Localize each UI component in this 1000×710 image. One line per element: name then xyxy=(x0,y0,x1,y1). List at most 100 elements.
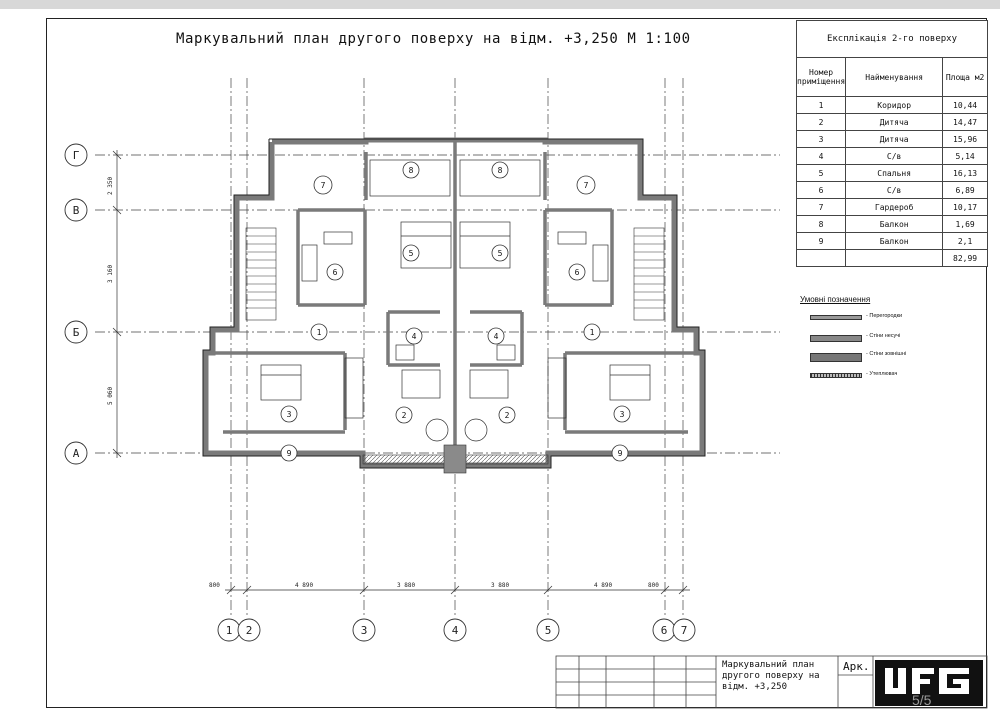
row-number: 9 xyxy=(795,232,847,250)
row-area: 6,89 xyxy=(942,181,988,199)
viewer-top-bar xyxy=(0,0,1000,9)
axis-label-a: А xyxy=(73,447,80,460)
row-name: Коридор xyxy=(845,96,944,114)
room-marker-4-left xyxy=(405,327,423,345)
room-marker-7-left xyxy=(313,175,333,195)
room-number: 6 xyxy=(575,268,580,277)
row-number: 8 xyxy=(795,215,847,233)
room-number: 5 xyxy=(498,249,503,258)
axis-grid-lines xyxy=(95,78,780,615)
title-block-grid xyxy=(555,655,988,709)
dim-bottom-2: 4 890 xyxy=(295,582,313,589)
row-name: С/в xyxy=(845,147,944,165)
furniture xyxy=(260,159,651,442)
room-marker-2-right xyxy=(498,406,516,424)
room-number: 9 xyxy=(618,449,623,458)
axis-bubble-b xyxy=(64,320,88,344)
col-name-header: Найменування xyxy=(845,57,944,97)
room-number: 9 xyxy=(287,449,292,458)
room-number: 6 xyxy=(333,268,338,277)
row-area: 10,44 xyxy=(942,96,988,114)
row-number: 1 xyxy=(795,96,847,114)
axis-bubble-3 xyxy=(352,618,376,642)
row-number: 2 xyxy=(795,113,847,131)
room-number: 7 xyxy=(321,181,326,190)
axis-bubble-g xyxy=(64,143,88,167)
axis-bubble-7 xyxy=(672,618,696,642)
room-number: 7 xyxy=(584,181,589,190)
room-marker-1-left xyxy=(310,323,328,341)
row-area: 16,13 xyxy=(942,164,988,182)
row-area: 2,1 xyxy=(942,232,988,250)
room-marker-2-left xyxy=(395,406,413,424)
row-number: 7 xyxy=(795,198,847,216)
title-block-stage: Арк. xyxy=(843,660,870,673)
dim-bottom-1: 800 xyxy=(209,582,220,589)
room-marker-1-right xyxy=(583,323,601,341)
dim-bottom-4: 3 880 xyxy=(491,582,509,589)
row-area: 15,96 xyxy=(942,130,988,148)
central-column xyxy=(443,444,467,474)
room-number: 8 xyxy=(498,166,503,175)
room-marker-6-left xyxy=(326,263,344,281)
row-name: Балкон xyxy=(845,232,944,250)
explication-table: Експлікація 2-го поверху Номер приміщенн… xyxy=(795,20,988,267)
total-area: 82,99 xyxy=(942,249,988,267)
row-number: 3 xyxy=(795,130,847,148)
dim-left-2: 3 160 xyxy=(107,265,114,283)
axis-label-3: 3 xyxy=(361,624,368,637)
room-number: 2 xyxy=(505,411,510,420)
room-marker-5-left xyxy=(402,244,420,262)
room-number: 4 xyxy=(412,332,417,341)
room-number: 1 xyxy=(317,328,322,337)
drawing-sheet-border xyxy=(46,18,987,708)
room-marker-5-right xyxy=(491,244,509,262)
room-number: 8 xyxy=(409,166,414,175)
room-number: 5 xyxy=(409,249,414,258)
explication-title: Експлікація 2-го поверху xyxy=(796,20,988,58)
axis-bubble-5 xyxy=(536,618,560,642)
room-marker-7-right xyxy=(576,175,596,195)
axis-label-2: 2 xyxy=(246,624,253,637)
row-name: Дитяча xyxy=(845,130,944,148)
row-name: Дитяча xyxy=(845,113,944,131)
room-marker-8-right xyxy=(491,161,509,179)
dim-left-3: 5 060 xyxy=(107,387,114,405)
row-name: Гардероб xyxy=(845,198,944,216)
room-number: 1 xyxy=(590,328,595,337)
row-area: 10,17 xyxy=(942,198,988,216)
axis-label-v: В xyxy=(73,204,80,217)
room-number: 3 xyxy=(620,410,625,419)
exterior-walls xyxy=(203,137,705,468)
right-staircase xyxy=(633,227,665,321)
title-block-sheet-name: Маркувальний план другого поверху на від… xyxy=(722,660,820,692)
row-name: С/в xyxy=(845,181,944,199)
exterior-outline xyxy=(202,138,706,469)
dim-bottom-5: 4 890 xyxy=(594,582,612,589)
axis-label-4: 4 xyxy=(452,624,459,637)
row-number: 5 xyxy=(795,164,847,182)
room-marker-6-right xyxy=(568,263,586,281)
row-area: 5,14 xyxy=(942,147,988,165)
row-number: 6 xyxy=(795,181,847,199)
row-area: 14,47 xyxy=(942,113,988,131)
axis-label-7: 7 xyxy=(681,624,688,637)
axis-label-b: Б xyxy=(73,326,80,339)
dim-bottom-3: 3 880 xyxy=(397,582,415,589)
room-number: 4 xyxy=(494,332,499,341)
axis-label-1: 1 xyxy=(226,624,233,637)
room-number: 2 xyxy=(402,411,407,420)
axis-label-g: Г xyxy=(73,149,80,162)
company-logo xyxy=(875,660,983,706)
col-number-header: Номер приміщення xyxy=(795,57,847,97)
axis-bubble-2 xyxy=(237,618,261,642)
axis-bubble-v xyxy=(64,198,88,222)
legend: Умовні позначення - Перегородки - Стіни … xyxy=(800,295,950,378)
page-number: 5/5 xyxy=(912,692,932,708)
room-number: 3 xyxy=(287,410,292,419)
room-marker-9-right xyxy=(611,444,629,462)
room-marker-4-right xyxy=(487,327,505,345)
row-number: 4 xyxy=(795,147,847,165)
axis-label-5: 5 xyxy=(545,624,552,637)
